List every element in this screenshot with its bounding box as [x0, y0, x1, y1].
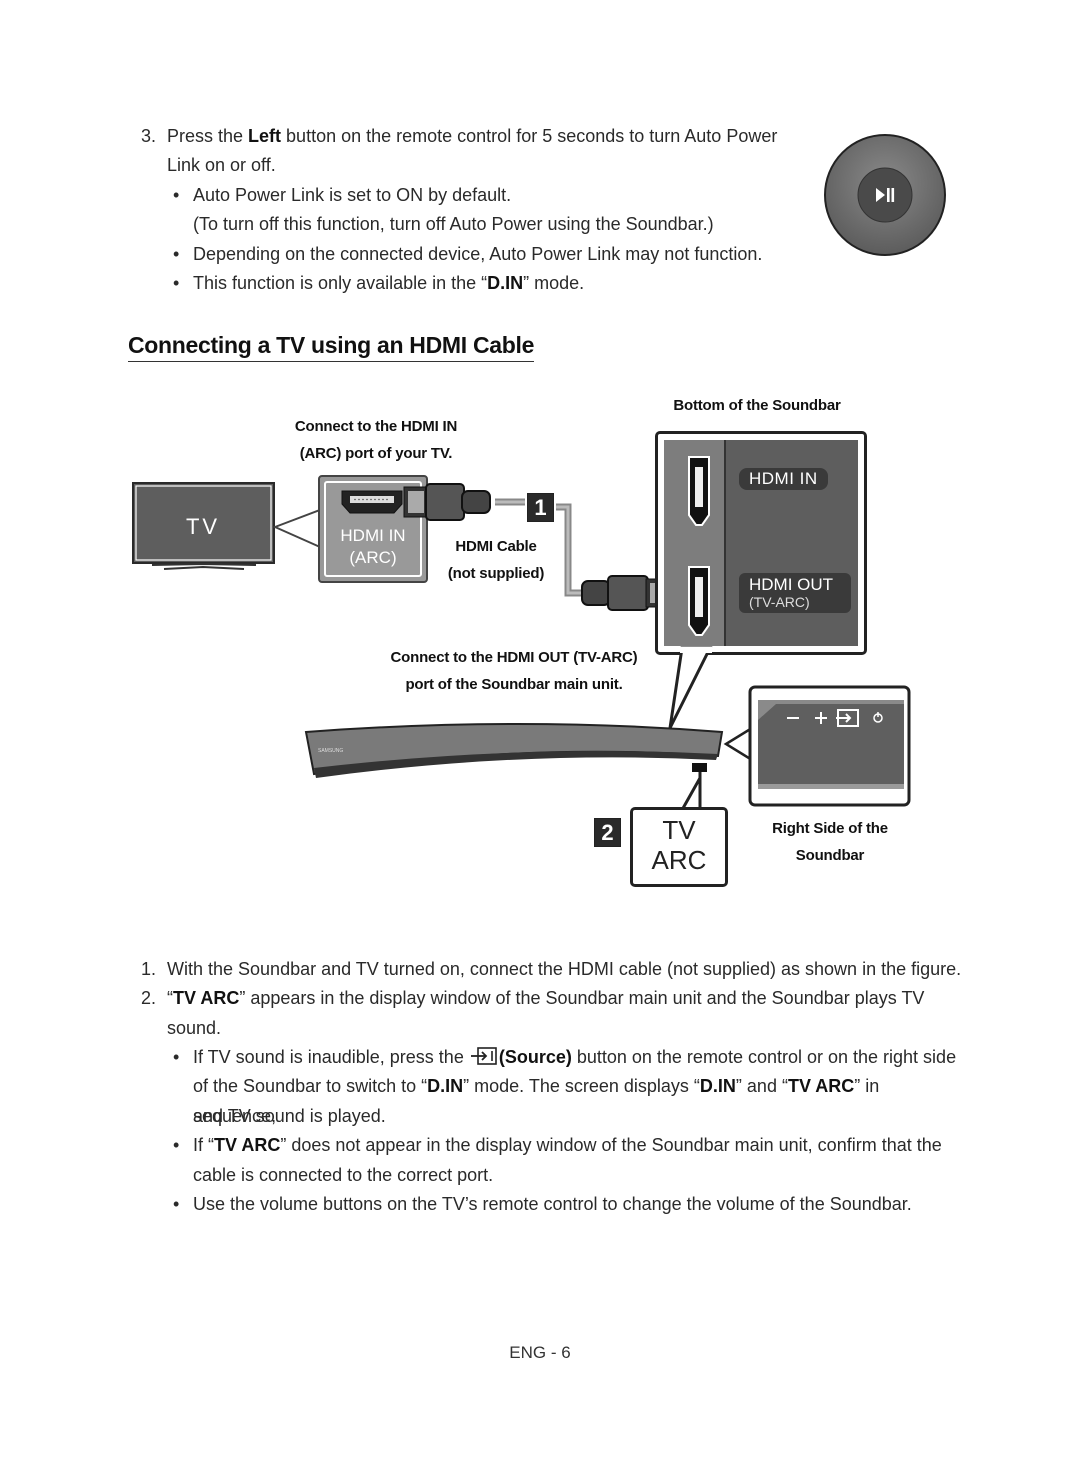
right-side-label-line1: Right Side of the — [772, 820, 888, 837]
step2-line2: sound. — [167, 1018, 222, 1038]
step2-bullet-1-line2: of the Soundbar to switch to “D.IN” mode… — [193, 1076, 880, 1126]
step2-bullet-1-line3: and TV sound is played. — [193, 1106, 386, 1126]
hdmi-port-icon — [341, 490, 403, 514]
soundbar-brand-logo: SAMSUNG — [318, 748, 343, 754]
display-tv-arc-box: TV ARC — [630, 807, 728, 887]
step3-bullet-2: Depending on the connected device, Auto … — [173, 240, 762, 270]
step-badge-1: 1 — [525, 491, 556, 524]
step2-line1: “TV ARC” appears in the display window o… — [167, 988, 925, 1008]
remote-left-button-illustration — [824, 134, 946, 256]
soundbar-hdmi-in-label: HDMI IN — [739, 468, 828, 490]
step2-number: 2. — [141, 988, 157, 1008]
connect-tv-label-line1: Connect to the HDMI IN — [294, 418, 458, 435]
hdmi-cable-label-line2: (not supplied) — [447, 565, 545, 582]
step1-number: 1. — [141, 959, 157, 979]
soundbar-hdmi-out-label: HDMI OUT — [749, 575, 834, 594]
section-heading: Connecting a TV using an HDMI Cable — [128, 332, 534, 362]
right-side-label-line2: Soundbar — [795, 847, 865, 864]
step2-bullet-2-line2: cable is connected to the correct port. — [193, 1165, 494, 1185]
tv-port-label-1: HDMI IN — [340, 526, 406, 545]
hdmi-cable-illustration — [403, 483, 671, 611]
power-icon — [873, 712, 883, 723]
step2-bullet-2-line1: If “TV ARC” does not appear in the displ… — [173, 1131, 963, 1161]
soundbar-bottom-panel: HDMI IN HDMI OUT (TV-ARC) — [655, 431, 867, 655]
soundbar-hdmi-out-port-icon — [688, 566, 710, 636]
step1-text: With the Soundbar and TV turned on, conn… — [167, 959, 962, 979]
soundbar-main-unit: SAMSUNG — [304, 723, 724, 778]
hdmi-cable-label-line1: HDMI Cable — [455, 538, 537, 555]
step3-line2: Link on or off. — [167, 155, 276, 175]
soundbar-display-window — [692, 763, 707, 772]
step3-number: 3. — [141, 126, 157, 146]
step3-bullet-1: Auto Power Link is set to ON by default. — [173, 181, 511, 211]
step3-bullet-1-note: (To turn off this function, turn off Aut… — [193, 214, 714, 234]
step2-bullet-1-line1: If TV sound is inaudible, press the (Sou… — [173, 1043, 963, 1073]
play-pause-icon — [876, 188, 895, 202]
source-icon — [470, 1047, 497, 1065]
step3-bullet-3: This function is only available in the “… — [173, 269, 584, 299]
display-callout-lines — [680, 772, 702, 811]
soundbar-tv-arc-label: (TV-ARC) — [749, 594, 810, 610]
tv-illustration: TV — [132, 482, 275, 570]
connect-soundbar-label-line2: port of the Soundbar main unit. — [405, 676, 623, 693]
soundbar-hdmi-in-port-icon — [688, 456, 710, 526]
bottom-panel-callout-pointer — [668, 646, 713, 729]
step3-line1: Press the Left button on the remote cont… — [167, 126, 778, 146]
step-badge-2: 2 — [592, 816, 623, 849]
display-text-line1: TV — [662, 815, 696, 845]
page-number: ENG - 6 — [509, 1343, 571, 1362]
display-text-line2: ARC — [651, 845, 707, 875]
soundbar-right-side-panel — [723, 685, 911, 807]
tv-screen-text: TV — [186, 514, 220, 539]
step2-bullet-3: Use the volume buttons on the TV’s remot… — [173, 1190, 973, 1220]
soundbar-hdmi-out-tag: HDMI OUT (TV-ARC) — [739, 573, 851, 613]
tv-hdmi-port-box: HDMI IN (ARC) — [318, 475, 428, 583]
tv-port-label-2: (ARC) — [349, 548, 397, 567]
bottom-of-soundbar-label: Bottom of the Soundbar — [673, 397, 841, 414]
connect-tv-label-line2: (ARC) port of your TV. — [299, 445, 453, 462]
connect-soundbar-label-line1: Connect to the HDMI OUT (TV-ARC) — [390, 649, 638, 666]
